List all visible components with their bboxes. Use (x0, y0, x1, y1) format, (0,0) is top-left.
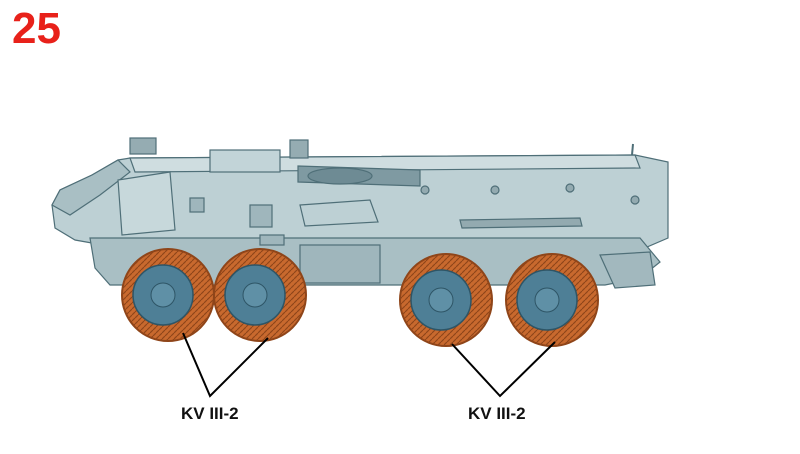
wheel-front-2 (213, 248, 307, 342)
vehicle-hull (51, 137, 669, 289)
wheel-rear-2 (505, 253, 599, 347)
part-label-front-wheels: KV III-2 (181, 404, 239, 423)
leader-lines (182, 332, 556, 398)
wheel-front-1 (121, 248, 215, 342)
leader-line-front (182, 332, 269, 398)
step-number: 25 (12, 4, 61, 53)
part-label-rear-wheels: KV III-2 (468, 404, 526, 423)
leader-line-rear (451, 341, 556, 398)
wheel-rear-1 (399, 253, 493, 347)
